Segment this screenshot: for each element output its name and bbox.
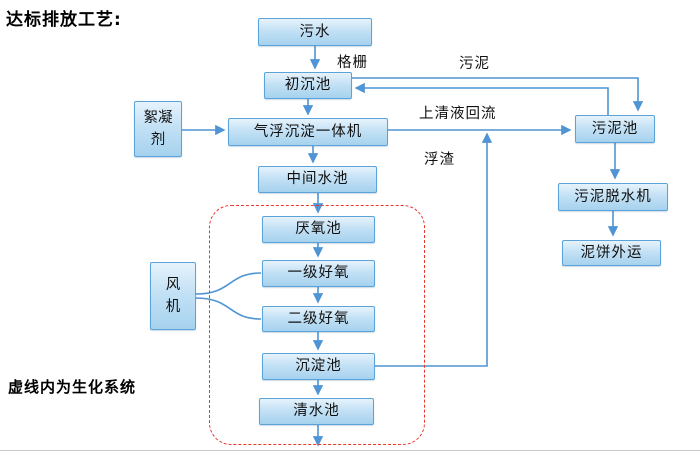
node-sedimentation-tank: 沉淀池 xyxy=(262,353,375,380)
node-intermediate-tank: 中间水池 xyxy=(258,166,377,193)
node-sewage: 污水 xyxy=(258,18,372,46)
label-scum: 浮渣 xyxy=(424,152,455,168)
node-air-flotation-unit: 气浮沉淀一体机 xyxy=(228,118,388,146)
biochem-system-note: 虚线内为生化系统 xyxy=(8,378,137,396)
diagram-title: 达标排放工艺: xyxy=(6,10,122,30)
label-grid-screen: 格栅 xyxy=(337,55,368,71)
node-blower: 风机 xyxy=(150,262,196,330)
node-flocculant: 絮凝剂 xyxy=(134,101,182,157)
node-primary-sedimentation: 初沉池 xyxy=(264,72,352,99)
node-sludge-dewatering-machine: 污泥脱水机 xyxy=(558,183,668,211)
node-first-stage-aerobic: 一级好氧 xyxy=(262,260,375,287)
node-clean-water-tank: 清水池 xyxy=(259,398,374,425)
biochemical-system-boundary xyxy=(209,205,425,445)
label-sludge: 污泥 xyxy=(459,56,490,72)
node-anaerobic-tank: 厌氧池 xyxy=(262,216,375,243)
node-mud-cake-transport: 泥饼外运 xyxy=(562,240,661,266)
node-second-stage-aerobic: 二级好氧 xyxy=(262,306,375,332)
label-supernatant-return: 上清液回流 xyxy=(419,106,497,122)
node-sludge-tank: 污泥池 xyxy=(575,115,655,143)
